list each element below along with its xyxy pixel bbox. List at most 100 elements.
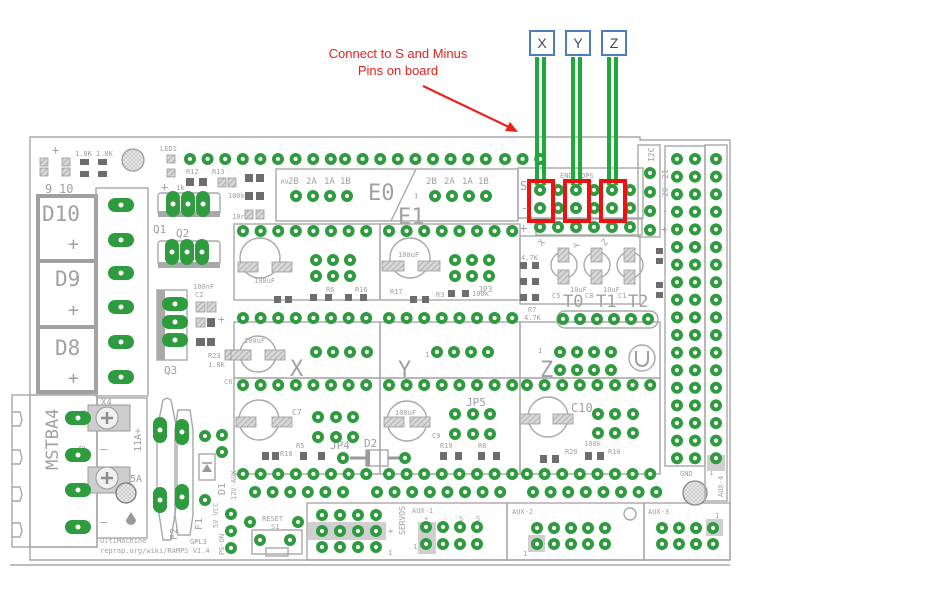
header-pin (689, 293, 701, 306)
pad-hole (448, 156, 453, 162)
aux3-pin (656, 538, 668, 550)
y-coil-pin (465, 346, 477, 358)
vcc-pin (225, 508, 237, 520)
aux4-pin (710, 153, 722, 165)
endstop-pin (606, 184, 618, 196)
pad-hole (474, 471, 480, 477)
pad-hole (609, 187, 615, 193)
driver-pin (325, 379, 337, 391)
pad-hole (487, 411, 493, 417)
pad-hole (258, 471, 263, 477)
pad-hole (355, 512, 361, 518)
pad-hole (591, 349, 597, 355)
pad-hole (75, 524, 81, 530)
pad-hole (537, 205, 543, 211)
lower-drivers: 100uF C6 X Y Z 1 1 (224, 321, 661, 386)
z-coil-pin (588, 364, 600, 376)
i2c-pin (644, 186, 656, 198)
upper-drivers: 100uF 100uF JP3 R3 100k R6 R16 R17 (233, 223, 521, 303)
aux1-pin (471, 538, 483, 550)
r19-label: R19 (440, 442, 453, 450)
jumper-pin (592, 408, 604, 420)
gnd-label: GND (680, 470, 693, 478)
aux3-pin (690, 522, 702, 534)
driver-pin (400, 468, 413, 480)
pad-hole (373, 512, 379, 518)
pad-hole (602, 541, 608, 547)
pad-hole (611, 316, 617, 322)
header-pin (427, 153, 439, 165)
mosfet-terminal-pad (108, 266, 134, 280)
driver-pin (471, 312, 483, 324)
header-pin (289, 153, 302, 165)
x-cap-value: 100uF (244, 337, 265, 345)
reset-pin (284, 534, 296, 546)
highlight-box-x (527, 179, 555, 223)
pad-hole (170, 201, 176, 207)
x4-label: X4 (101, 398, 112, 408)
jumper-pin (344, 270, 356, 282)
aux2-pin (582, 538, 594, 550)
e0-coil-pin (341, 190, 353, 202)
jumper-pin (466, 270, 478, 282)
annotation-line-1: Connect to S and Minus (328, 46, 468, 61)
pad-hole (350, 434, 356, 440)
driver-pin (506, 379, 519, 391)
pad-hole (692, 244, 698, 250)
pad-hole (674, 315, 680, 320)
header-pin (615, 486, 627, 498)
pad-hole (659, 541, 665, 547)
pad-hole (602, 525, 608, 531)
r13-label: R13 (212, 168, 225, 176)
vcc-pin (225, 542, 237, 554)
aux4-pin (710, 381, 722, 394)
driver-pin (418, 225, 431, 237)
pad-hole (404, 471, 409, 477)
header-pin (249, 486, 261, 498)
pad-hole (386, 382, 392, 388)
pad-hole (674, 227, 680, 232)
pad-hole (439, 228, 444, 234)
pad-hole (311, 471, 316, 477)
endstop-x-box: X (529, 30, 555, 56)
driver-pin (272, 312, 285, 324)
r-100k-label: 100k (228, 192, 246, 200)
reset-label: RESET (262, 515, 284, 523)
d10-label: D10 (42, 202, 80, 226)
header-pin (671, 434, 683, 447)
aux3-pin (673, 522, 685, 534)
driver-pin (325, 468, 337, 480)
pad-hole (692, 332, 698, 338)
pad-hole (520, 156, 525, 162)
pad-hole (374, 489, 380, 495)
endstop-pin (570, 184, 582, 196)
pad-hole (462, 489, 468, 495)
driver-pin (435, 468, 448, 480)
header-pin (671, 417, 683, 429)
fuse-pad (175, 484, 189, 510)
driver-pin (272, 468, 285, 480)
vcc-pin (225, 525, 237, 537)
pad-hole (469, 257, 475, 263)
jumper-pin (327, 270, 339, 282)
mosfet-terminal-pad (108, 335, 134, 349)
header-pin (671, 170, 683, 183)
driver-pin (435, 225, 448, 237)
aux4-label: AUX-4 (717, 476, 725, 497)
pad-hole (295, 519, 301, 525)
aux4-pin (710, 170, 722, 183)
jumper-pin (347, 431, 359, 443)
servo-pin (370, 541, 382, 553)
pad-hole (449, 193, 455, 199)
pad-hole (315, 414, 321, 420)
pad-hole (713, 297, 719, 302)
jumper-pin (484, 408, 496, 420)
pad-hole (288, 489, 293, 495)
pad-hole (240, 315, 246, 321)
aux1-pin (437, 521, 449, 533)
r8-label: R8 (478, 442, 486, 450)
pad-hole (293, 315, 298, 321)
r24-value: 1.8K (96, 150, 114, 158)
aux4-pin (710, 329, 722, 341)
pad-hole (551, 525, 557, 531)
